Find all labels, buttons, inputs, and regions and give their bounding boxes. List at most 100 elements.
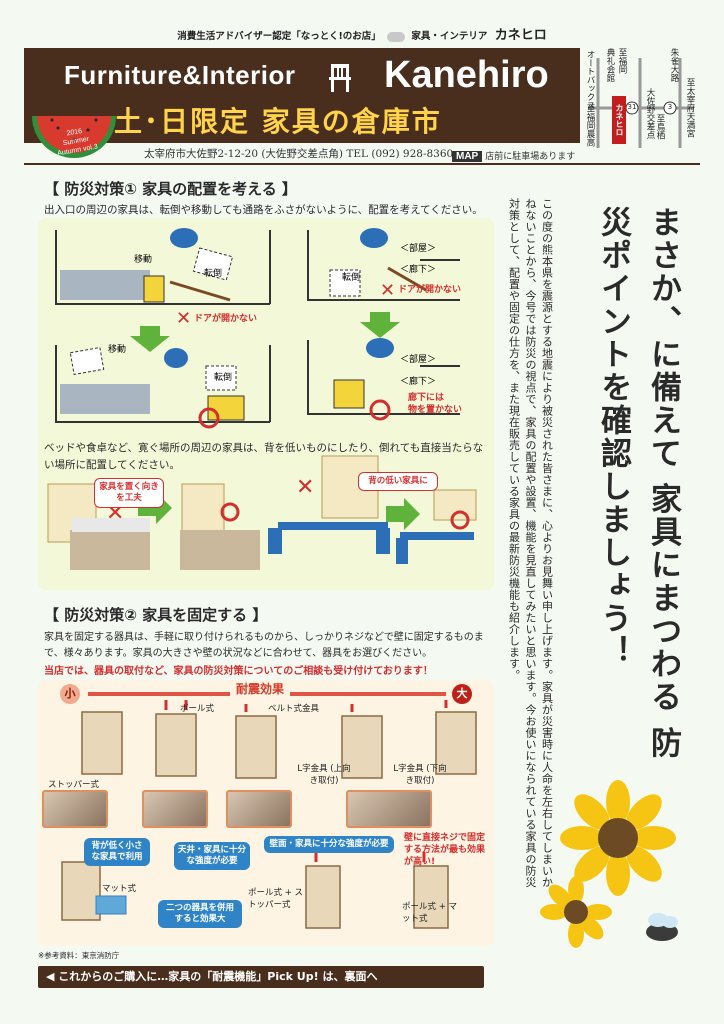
sink-counter bbox=[60, 270, 150, 300]
x-mark-4: ✕ bbox=[296, 475, 314, 500]
label-move1: 移動 bbox=[134, 253, 152, 265]
certification-text: 消費生活アドバイザー認定「なっとく!のお店」 bbox=[177, 31, 381, 42]
brand-text: カネヒロ bbox=[494, 28, 547, 43]
label-l-up: L字金具 (上向き取付) bbox=[297, 764, 351, 786]
bubble-ceiling-strength: 天井・家具に十分な強度が必要 bbox=[174, 842, 250, 870]
label-nothing-1: 廊下には bbox=[408, 391, 444, 403]
store-badge-icon bbox=[387, 31, 406, 42]
store-address: 太宰府市大佐野2-12-20 (大佐野交差点角) TEL (092) 928-8… bbox=[144, 148, 454, 160]
section1-heading: 【 防災対策① 家具の配置を考える 】 bbox=[44, 180, 297, 198]
map-label-dazaifu: 至太宰府天満宮 bbox=[685, 78, 695, 138]
store-map: オートバックス 至福岡 典礼会館 大佐野交差点 朱雀大路 至太宰府天満宮 至鳥栖… bbox=[582, 48, 700, 156]
section1-desc2: ベッドや食卓など、寛ぐ場所の周辺の家具は、背を低いものにしたり、倒れても直接当た… bbox=[44, 442, 484, 471]
label-hall2: ＜廊下＞ bbox=[400, 375, 436, 387]
down-arrow-2 bbox=[360, 312, 400, 338]
label-room2: ＜部屋＞ bbox=[400, 353, 436, 365]
door-icon-2 bbox=[387, 266, 427, 292]
label-room: ＜部屋＞ bbox=[400, 242, 436, 254]
person-icon bbox=[170, 228, 198, 248]
label-nothing-2: 物を置かない bbox=[408, 403, 462, 415]
ok-mark-4 bbox=[450, 510, 470, 530]
moved-cabinet bbox=[69, 346, 105, 376]
label-move2: 移動 bbox=[108, 343, 126, 355]
intro-text: この度の熊本県を震源とする地震により被災された皆さまに、心よりお見舞い申し上げま… bbox=[507, 198, 554, 888]
tip-screw-best: 壁に直接ネジで固定する方法が最も効果が高い! bbox=[404, 833, 486, 867]
fallen-cabinet bbox=[192, 247, 234, 281]
mat-icon bbox=[95, 895, 127, 915]
bubble-wall-strength: 壁面・家具に十分な強度が必要 bbox=[264, 836, 394, 853]
fallen-cabinet-2 bbox=[329, 269, 361, 297]
label-pole-mat: ポール式 + マット式 bbox=[402, 902, 458, 924]
section2-heading: 【 防災対策② 家具を固定する 】 bbox=[44, 606, 268, 624]
effect-small: 小 bbox=[60, 684, 80, 704]
map-label-intersection: 大佐野交差点 bbox=[645, 88, 655, 139]
bubble-small-furniture: 背が低く小さな家具で利用 bbox=[84, 838, 150, 866]
cabinet-yellow-3 bbox=[333, 379, 365, 409]
room-diagram-before bbox=[55, 230, 271, 305]
fallen-cabinet-3 bbox=[205, 365, 237, 391]
ok-mark bbox=[198, 407, 220, 429]
divider bbox=[24, 163, 700, 165]
photo-pole bbox=[142, 790, 208, 828]
tip-low-furniture: 背の低い家具に bbox=[358, 472, 438, 491]
label-door2: ドアが開かない bbox=[398, 283, 461, 295]
map-store-marker: カネヒロ bbox=[612, 96, 626, 144]
cabinet-yellow-2 bbox=[207, 395, 245, 421]
map-label-north: 至福岡 bbox=[617, 48, 627, 74]
section2-desc: 家具を固定する器具は、手軽に取り付けられるものから、しっかりネジなどで壁に固定す… bbox=[44, 632, 484, 659]
map-label-suzaku: 朱雀大路 bbox=[669, 48, 679, 82]
map-label-school: 至福岡農高 bbox=[585, 104, 595, 147]
ok-mark-3 bbox=[220, 502, 240, 522]
section2-consult-note: 当店では、器具の取付など、家具の防災対策についてのご相談も受け付けております！ bbox=[44, 666, 433, 677]
sink-counter-2 bbox=[60, 384, 150, 414]
header-title: 土･日限定 家具の倉庫市 bbox=[114, 105, 442, 138]
label-stopper: ストッパー式 bbox=[48, 780, 100, 790]
sunflower-icon bbox=[560, 780, 676, 896]
dining-illustration: ✕ bbox=[268, 455, 477, 564]
chair-icon bbox=[329, 64, 351, 92]
room-diagram-after bbox=[55, 345, 271, 423]
label-door1: ドアが開かない bbox=[194, 312, 257, 324]
header-banner: Furniture&Interior Kanehiro 土･日限定 家具の倉庫市 bbox=[24, 48, 580, 143]
label-hall: ＜廊下＞ bbox=[400, 263, 436, 275]
fixing-hardware bbox=[164, 700, 448, 862]
cabinet-drawings bbox=[61, 711, 477, 929]
room-diagram-hall-after bbox=[307, 340, 460, 415]
effect-label: 耐震効果 bbox=[230, 680, 291, 697]
header-store-name: Kanehiro bbox=[384, 54, 549, 96]
sunflower-small-icon bbox=[540, 876, 612, 948]
ok-mark-2 bbox=[369, 399, 391, 421]
photo-stopper bbox=[42, 790, 108, 828]
category-text: 家具・インテリア bbox=[411, 31, 488, 42]
door-icon bbox=[169, 280, 231, 302]
label-l-down: L字金具 (下向き取付) bbox=[393, 764, 447, 786]
label-mat: マット式 bbox=[102, 884, 137, 894]
label-fall2: 転倒 bbox=[342, 271, 360, 283]
map-label-autobacs: オートバックス bbox=[585, 50, 595, 110]
bubble-combine: 二つの器具を併用すると効果大 bbox=[158, 900, 242, 928]
back-page-link[interactable]: ◀ これからのご購入に…家具の「耐震機能」Pick Up! は、裏面へ bbox=[38, 966, 484, 988]
label-fall1: 転倒 bbox=[204, 267, 222, 279]
x-mark: ✕ bbox=[176, 308, 191, 329]
bee-icon bbox=[646, 913, 678, 941]
right-arrow-2 bbox=[386, 498, 420, 530]
watermelon-icon bbox=[32, 116, 116, 158]
label-pole: ポール式 bbox=[180, 704, 215, 714]
map-label-hall: 典礼会館 bbox=[605, 48, 615, 82]
photo-belt bbox=[226, 790, 292, 828]
map-label-tosu: 至鳥栖 bbox=[655, 114, 665, 140]
person-icon-3 bbox=[164, 348, 188, 368]
route-3: 3 bbox=[667, 103, 673, 111]
source-note: ※参考資料：東京消防庁 bbox=[38, 951, 120, 960]
header-english: Furniture&Interior bbox=[64, 60, 296, 90]
section1-desc: 出入口の周辺の家具は、転倒や移動しても通路をふさがないように、配置を考えてくださ… bbox=[44, 204, 483, 216]
effect-big: 大 bbox=[452, 684, 472, 704]
map-roads bbox=[588, 58, 694, 148]
label-pole-stopper: ポール式 + ストッパー式 bbox=[248, 888, 304, 910]
person-icon-4 bbox=[366, 338, 394, 358]
cabinet-yellow bbox=[143, 275, 165, 303]
label-fall3: 転倒 bbox=[214, 371, 232, 383]
